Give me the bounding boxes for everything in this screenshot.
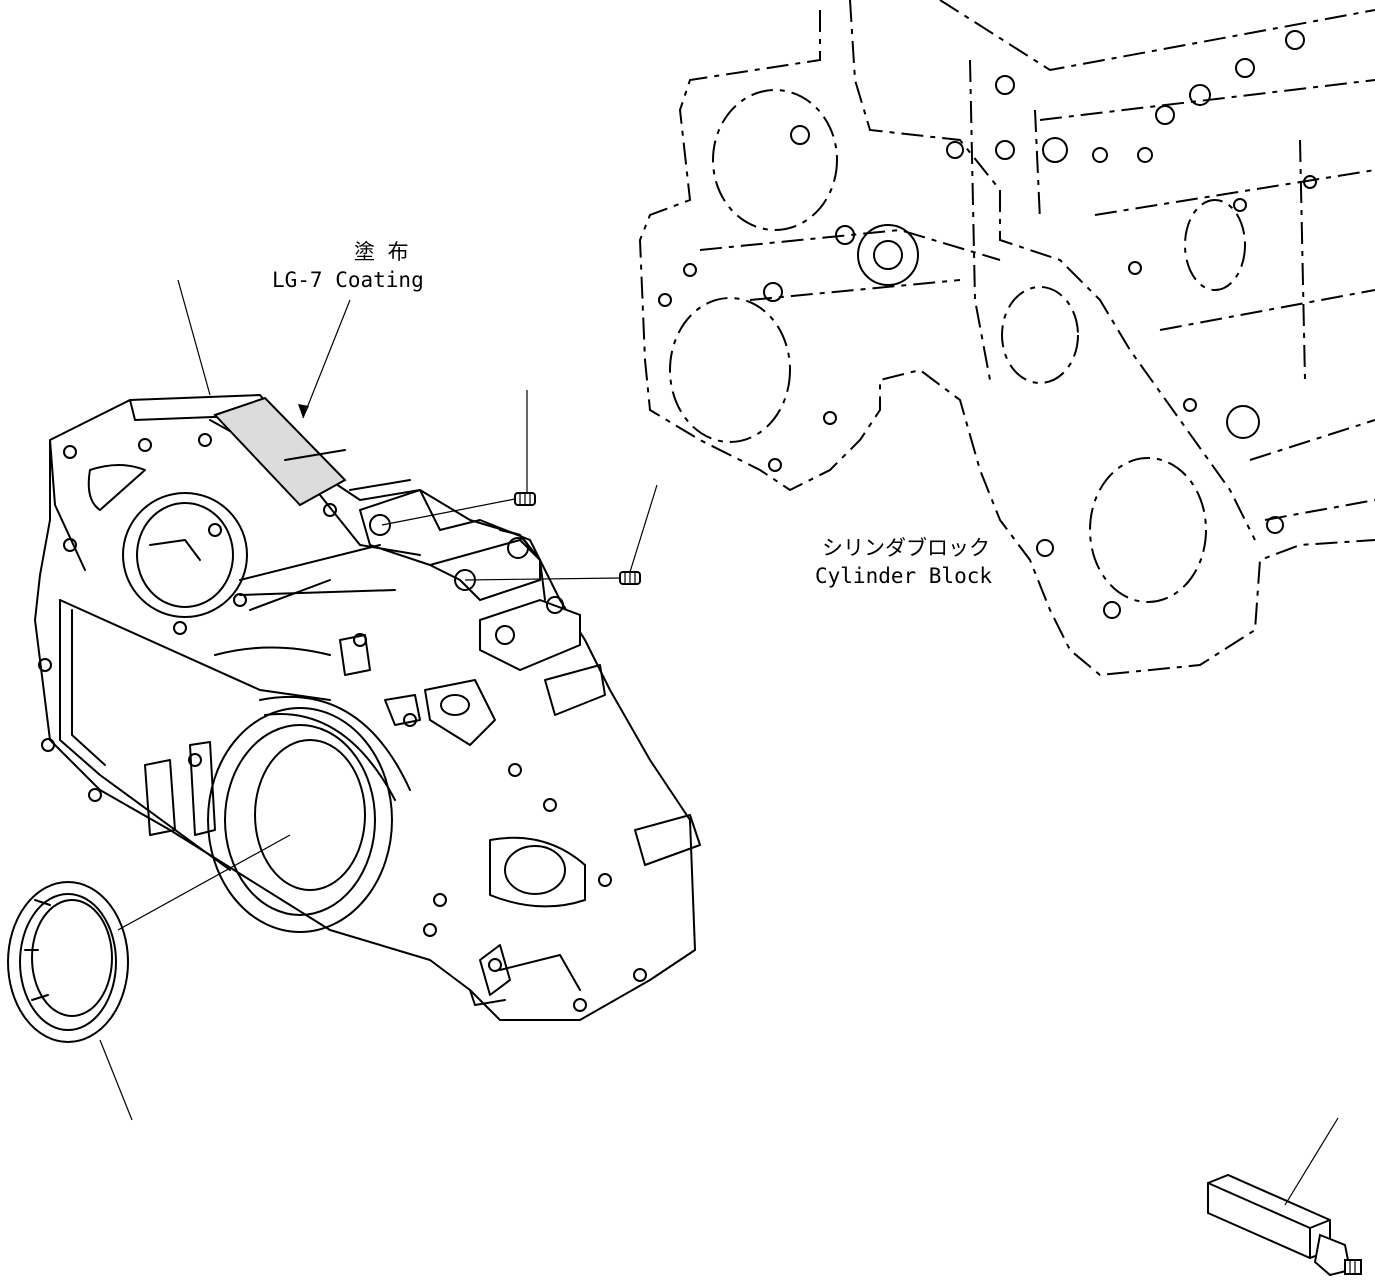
plug-screw-upper bbox=[514, 492, 536, 506]
leader-lines bbox=[99, 279, 1339, 1206]
coating-label-en: LG-7 Coating bbox=[272, 268, 424, 292]
oil-seal bbox=[7, 881, 129, 1043]
plug-screw-lower bbox=[619, 571, 641, 585]
dowel-tool bbox=[1207, 1173, 1362, 1277]
cylinder-block-label-en: Cylinder Block bbox=[815, 564, 993, 588]
cylinder-block bbox=[638, 0, 1375, 677]
coating-label-jp: 塗 布 bbox=[354, 240, 409, 264]
cylinder-block-label-jp: シリンダブロック bbox=[822, 536, 990, 560]
gear-case bbox=[34, 394, 701, 1021]
